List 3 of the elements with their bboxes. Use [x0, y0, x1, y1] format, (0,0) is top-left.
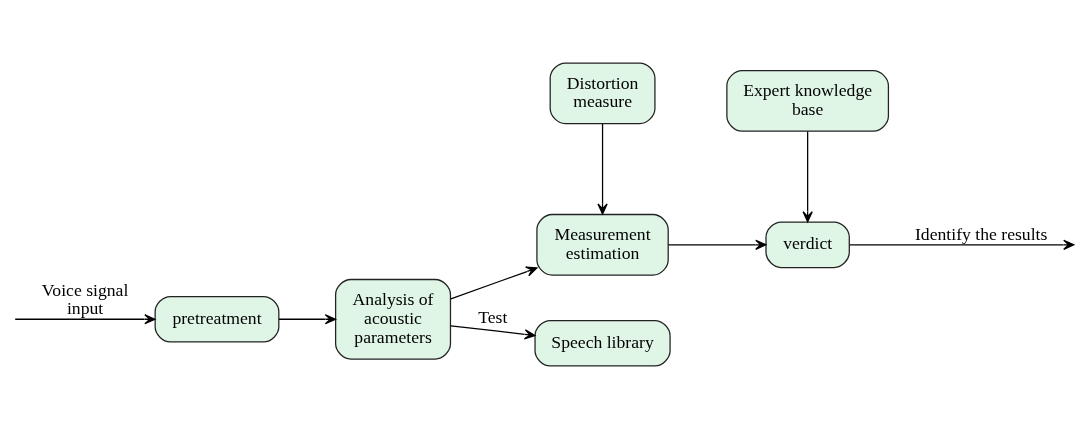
edge-label: Identify the results — [914, 223, 1048, 244]
edge-label: Voice signal input — [41, 279, 129, 318]
edge-label: Test — [478, 306, 508, 327]
